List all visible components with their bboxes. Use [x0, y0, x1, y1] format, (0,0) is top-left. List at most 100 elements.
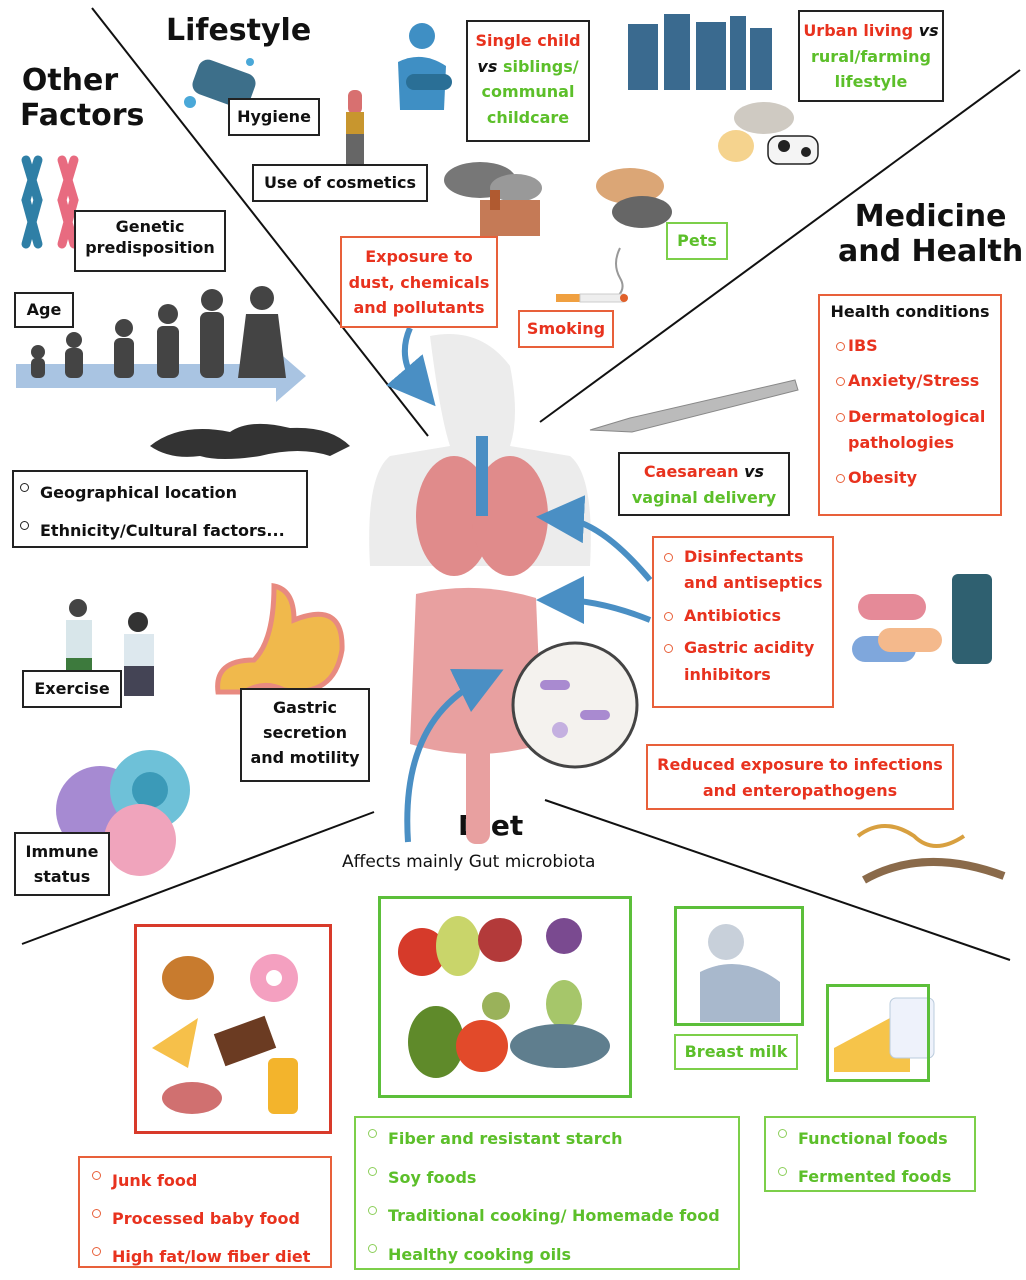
- hygiene-box: Hygiene: [228, 98, 320, 136]
- unhealthy-diet-box: Junk food Processed baby food High fat/l…: [78, 1156, 332, 1268]
- pets-box: Pets: [666, 222, 728, 260]
- functional-foods-box: Functional foods Fermented foods: [764, 1116, 976, 1192]
- divider-lifestyle-medicine: [539, 69, 1021, 423]
- world-map-icon: [150, 423, 350, 459]
- positive-text: siblings/: [502, 56, 579, 76]
- smoking-box: Smoking: [518, 310, 614, 348]
- caesarean-box: Caesarean vs vaginal delivery: [618, 452, 790, 516]
- healthy-food-icon: [398, 916, 610, 1078]
- box-line: and motility: [250, 747, 360, 767]
- positive-text: rural/farming: [811, 46, 931, 66]
- positive-text: childcare: [486, 107, 570, 127]
- dairy-fermented-icon: [834, 997, 935, 1072]
- positive-text: lifestyle: [834, 72, 908, 92]
- junk-food-icon: [152, 954, 298, 1114]
- box-line: secretion: [262, 722, 348, 742]
- box-line: and pollutants: [353, 298, 485, 318]
- drugs-list: Disinfectants and antiseptics Antibiotic…: [658, 544, 824, 688]
- junk-food-image-frame: [134, 924, 332, 1134]
- dairy-image-frame: [826, 984, 930, 1082]
- list-item: Anxiety/Stress: [830, 368, 990, 394]
- list-item: Ethnicity/Cultural factors...: [14, 512, 306, 550]
- list-item: Functional foods: [772, 1120, 970, 1158]
- age-progression-icon: [16, 286, 306, 402]
- list-item: Geographical location: [14, 474, 306, 512]
- box-line: dust, chemicals: [348, 272, 490, 292]
- geography-list: Geographical location Ethnicity/Cultural…: [14, 474, 306, 550]
- divider-other-diet: [21, 811, 375, 945]
- positive-text: communal: [481, 82, 575, 102]
- cigarette-icon: [556, 247, 628, 303]
- heading-line: and Health: [838, 233, 1024, 269]
- box-line: and enteropathogens: [702, 781, 898, 801]
- healthy-diet-box: Fiber and resistant starch Soy foods Tra…: [354, 1116, 740, 1270]
- exposure-pollutants-box: Exposure to dust, chemicals and pollutan…: [340, 236, 498, 328]
- arrow-drugs-to-lungs: [536, 495, 653, 582]
- breast-milk-box: Breast milk: [674, 1034, 798, 1070]
- list-item: Healthy cooking oils: [362, 1236, 734, 1275]
- arrow-diet-to-gut: [404, 668, 504, 843]
- genetic-predisposition-box: Genetic predisposition: [74, 210, 226, 272]
- breastfeeding-icon: [700, 924, 780, 1022]
- box-line: Immune: [25, 842, 99, 861]
- list-item: Dermatological pathologies: [830, 404, 990, 455]
- breast-milk-image-frame: [674, 906, 804, 1026]
- list-item: High fat/low fiber diet: [86, 1238, 326, 1276]
- list-item: Gastric acidity inhibitors: [658, 635, 824, 688]
- arrow-drugs-to-gut: [536, 576, 652, 625]
- exercise-box: Exercise: [22, 670, 122, 708]
- reduced-exposure-box: Reduced exposure to infections and enter…: [646, 744, 954, 810]
- vs-text: vs: [477, 56, 498, 76]
- list-item: IBS: [830, 333, 990, 359]
- box-line: Reduced exposure to infections: [657, 755, 943, 774]
- chromosome-icon: [21, 155, 79, 249]
- soap-icon: [184, 58, 256, 109]
- healthy-diet-list: Fiber and resistant starch Soy foods Tra…: [362, 1120, 734, 1274]
- unhealthy-diet-list: Junk food Processed baby food High fat/l…: [86, 1162, 326, 1276]
- heading-medicine-health: Medicine and Health: [838, 199, 1024, 269]
- urban-living-box: Urban living vs rural/farming lifestyle: [798, 10, 944, 102]
- factory-pollution-icon: [444, 162, 542, 236]
- box-line: status: [33, 866, 91, 886]
- parent-child-icon: [398, 23, 452, 110]
- healthy-food-image-frame: [378, 896, 632, 1098]
- positive-text: vaginal delivery: [631, 487, 777, 507]
- box-line: Genetic: [115, 217, 185, 236]
- cosmetics-box: Use of cosmetics: [252, 164, 428, 202]
- scalpel-icon: [589, 379, 799, 433]
- list-item: Soy foods: [362, 1159, 734, 1198]
- negative-text: Single child: [475, 31, 581, 50]
- vs-text: vs: [918, 21, 939, 40]
- farm-animals-icon: [718, 102, 819, 165]
- health-conditions-list: IBS Anxiety/Stress Dermatological pathol…: [830, 333, 990, 491]
- drugs-box: Disinfectants and antiseptics Antibiotic…: [652, 536, 834, 708]
- list-item: Junk food: [86, 1162, 326, 1200]
- functional-foods-list: Functional foods Fermented foods: [772, 1120, 970, 1196]
- divider-other-lifestyle: [91, 7, 429, 437]
- pills-spray-icon: [852, 574, 992, 664]
- pets-icon: [596, 168, 672, 228]
- immune-status-box: Immune status: [14, 832, 110, 896]
- heading-lifestyle: Lifestyle: [166, 13, 312, 48]
- bacteria-dish-icon: [511, 641, 639, 769]
- age-box: Age: [14, 292, 74, 328]
- list-item: Obesity: [830, 465, 990, 491]
- list-item: Traditional cooking/ Homemade food: [362, 1197, 734, 1236]
- single-child-box: Single child vs siblings/ communal child…: [466, 20, 590, 142]
- list-item: Processed baby food: [86, 1200, 326, 1238]
- box-line: Exposure to: [365, 247, 473, 266]
- city-buildings-icon: [628, 14, 772, 90]
- health-conditions-box: Health conditions IBS Anxiety/Stress Der…: [818, 294, 1002, 516]
- health-conditions-title: Health conditions: [830, 302, 990, 321]
- gastric-box: Gastric secretion and motility: [240, 688, 370, 782]
- diet-subtitle: Affects mainly Gut microbiota: [342, 852, 596, 872]
- box-line: Gastric: [273, 698, 337, 717]
- negative-text: Caesarean: [643, 462, 739, 481]
- negative-text: Urban living: [803, 21, 914, 40]
- list-item: Fiber and resistant starch: [362, 1120, 734, 1159]
- respiratory-system-icon: [369, 334, 591, 576]
- divider-medicine-diet: [544, 799, 1011, 961]
- box-line: predisposition: [85, 237, 215, 257]
